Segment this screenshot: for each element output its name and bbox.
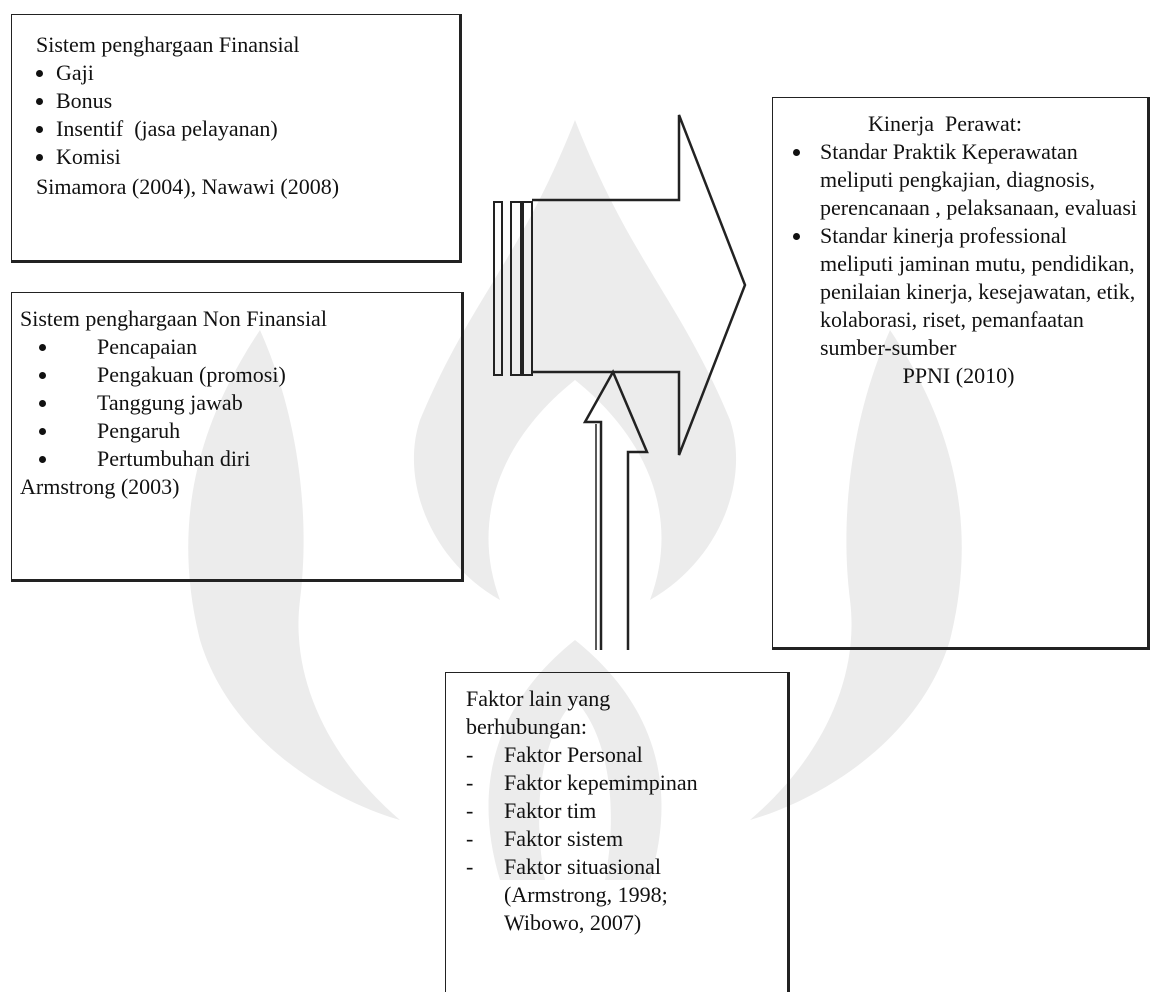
nurse-performance-citation: PPNI (2010) [902, 363, 1015, 388]
other-factors-box: Faktor lain yang berhubungan: -Faktor Pe… [445, 672, 790, 992]
dash-icon: - [466, 742, 474, 767]
list-item: Pencapaian [37, 333, 453, 361]
bullet-icon [39, 428, 46, 435]
bullet-icon [39, 456, 46, 463]
list-item: -Faktor situasional [466, 854, 662, 879]
bullet-icon [793, 233, 800, 240]
bullet-icon [39, 344, 46, 351]
list-item: Tanggung jawab [37, 389, 453, 417]
list-item: Standar kinerja professional meliputi ja… [793, 222, 1137, 362]
other-factors-title-line2: berhubungan: [466, 714, 587, 739]
list-item: Standar Praktik Keperawatan meliputi pen… [793, 138, 1137, 222]
nurse-performance-list: Standar Praktik Keperawatan meliputi pen… [793, 138, 1137, 362]
main-arrow-right [532, 114, 747, 456]
nurse-performance-box: Kinerja Perawat: Standar Praktik Keperaw… [772, 97, 1150, 650]
other-factors-citation-line2: Wibowo, 2007) [504, 910, 642, 935]
bullet-icon [36, 98, 43, 105]
bullet-icon [36, 70, 43, 77]
bullet-icon [39, 372, 46, 379]
non-financial-reward-box: Sistem penghargaan Non Finansial Pencapa… [11, 292, 464, 582]
financial-reward-list: Gaji Bonus Insentif (jasa pelayanan) Kom… [36, 59, 447, 171]
financial-reward-citation: Simamora (2004), Nawawi (2008) [36, 174, 340, 199]
bullet-icon [39, 400, 46, 407]
list-item: Insentif (jasa pelayanan) [36, 115, 447, 143]
non-financial-reward-citation: Armstrong (2003) [20, 474, 180, 499]
list-item: -Faktor sistem [466, 826, 624, 851]
financial-reward-box: Sistem penghargaan Finansial Gaji Bonus … [11, 14, 462, 263]
list-item: -Faktor Personal [466, 742, 643, 767]
bullet-icon [36, 154, 43, 161]
list-item: -Faktor kepemimpinan [466, 770, 698, 795]
arrow-base-bars [493, 201, 533, 376]
other-factors-list: -Faktor Personal -Faktor kepemimpinan -F… [466, 741, 779, 881]
other-factors-citation-line1: (Armstrong, 1998; [504, 882, 668, 907]
other-factors-title-line1: Faktor lain yang [466, 686, 611, 711]
list-item: Pertumbuhan diri [37, 445, 453, 473]
list-item: Komisi [36, 143, 447, 171]
dash-icon: - [466, 798, 474, 823]
nurse-performance-title: Kinerja Perawat: [868, 111, 1022, 136]
bullet-icon [36, 126, 43, 133]
dash-icon: - [466, 854, 474, 879]
list-item: Pengaruh [37, 417, 453, 445]
list-item: Gaji [36, 59, 447, 87]
list-item: -Faktor tim [466, 798, 597, 823]
list-item: Pengakuan (promosi) [37, 361, 453, 389]
non-financial-reward-title: Sistem penghargaan Non Finansial [20, 306, 327, 331]
financial-reward-title: Sistem penghargaan Finansial [36, 32, 300, 57]
dash-icon: - [466, 826, 474, 851]
dash-icon: - [466, 770, 474, 795]
non-financial-reward-list: Pencapaian Pengakuan (promosi) Tanggung … [37, 333, 453, 473]
list-item: Bonus [36, 87, 447, 115]
up-arrow [582, 369, 649, 650]
bullet-icon [793, 149, 800, 156]
